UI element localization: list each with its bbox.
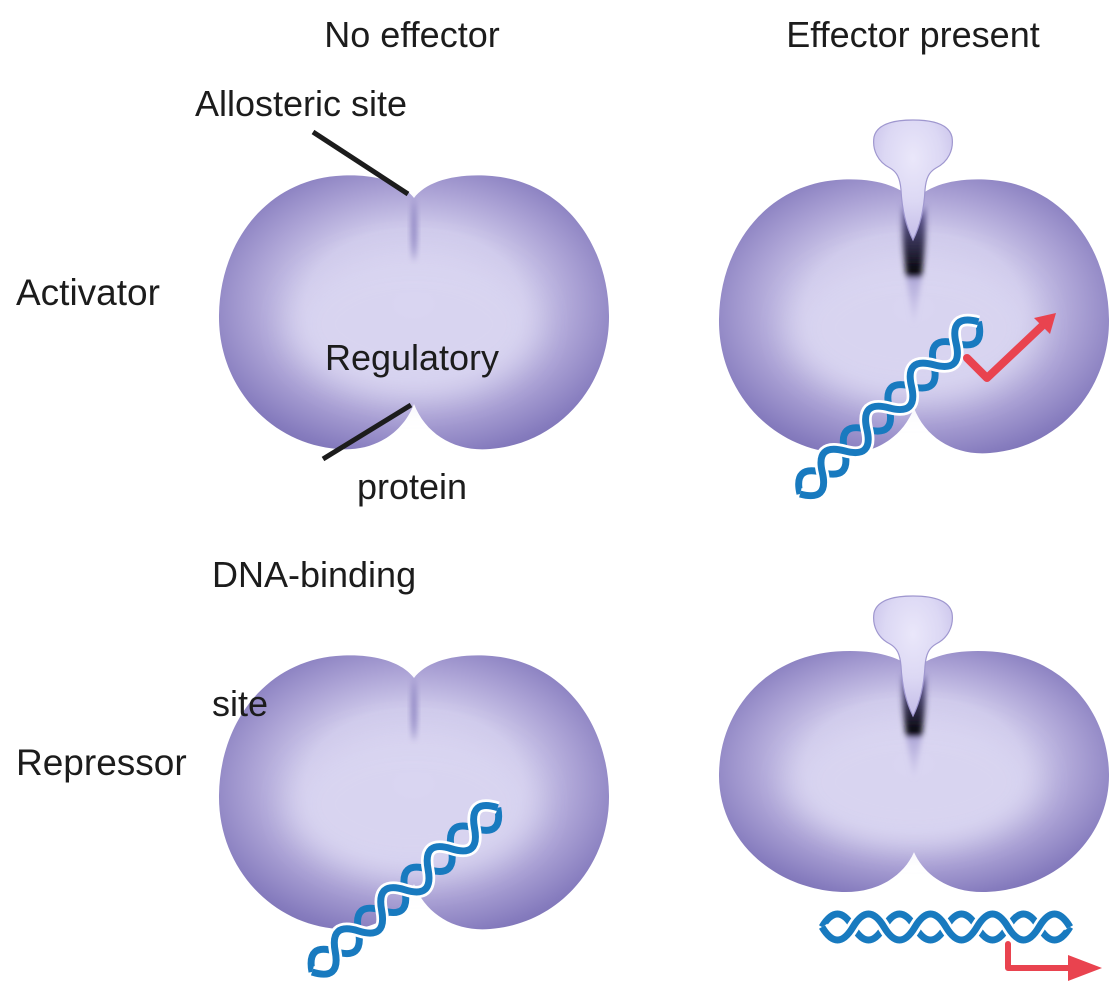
row-label-activator: Activator <box>16 272 160 313</box>
row-label-repressor: Repressor <box>16 742 187 783</box>
regulatory-protein-label-line1: Regulatory <box>324 337 500 378</box>
dna-binding-site-pointer-line <box>321 402 413 462</box>
regulatory-protein-label-line2: protein <box>356 466 468 507</box>
allosteric-site-label: Allosteric site <box>195 83 408 124</box>
dna-helix-released <box>822 914 1070 940</box>
dna-binding-site-label-line2: site <box>212 683 269 724</box>
allosteric-site-pointer-line <box>311 129 410 197</box>
column-header-no-effector: No effector <box>324 14 500 55</box>
column-header-effector-present: Effector present <box>786 14 1040 55</box>
transcription-arrow-activator <box>963 313 1056 382</box>
dna-binding-site-label: DNA-binding site <box>212 467 416 811</box>
dna-binding-site-label-line1: DNA-binding <box>212 554 417 595</box>
regulatory-protein-label: Regulatory protein <box>312 250 512 594</box>
transcription-arrow-repressor <box>1005 941 1102 981</box>
